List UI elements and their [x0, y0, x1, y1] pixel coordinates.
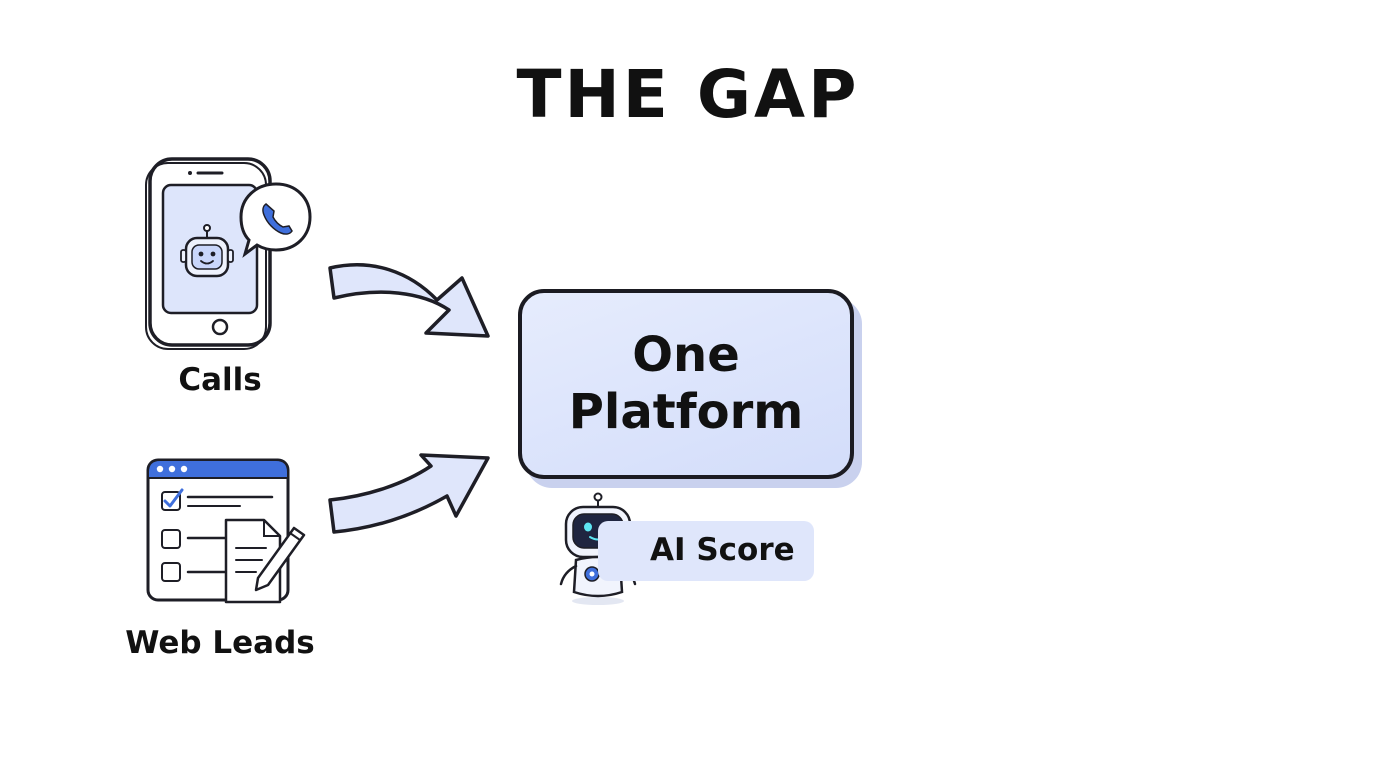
- web-leads-label: Web Leads: [125, 625, 315, 661]
- one-platform-line-2: Platform: [568, 384, 804, 440]
- calls-label: Calls: [178, 362, 262, 398]
- ai-score-badge: [598, 521, 814, 581]
- diagram-title: THE GAP: [516, 56, 860, 133]
- arrow-calls-to-platform: [328, 263, 490, 338]
- arrow-web-leads-to-platform: [328, 453, 490, 534]
- one-platform-label: One Platform: [569, 327, 804, 440]
- one-platform-box: One Platform: [518, 289, 854, 479]
- document-pen-icon: [224, 518, 306, 604]
- phone-robot-icon: [180, 224, 234, 278]
- phone-call-bubble-icon: [239, 182, 312, 258]
- one-platform-line-1: One: [632, 327, 740, 384]
- ai-score-label: AI Score: [650, 532, 795, 568]
